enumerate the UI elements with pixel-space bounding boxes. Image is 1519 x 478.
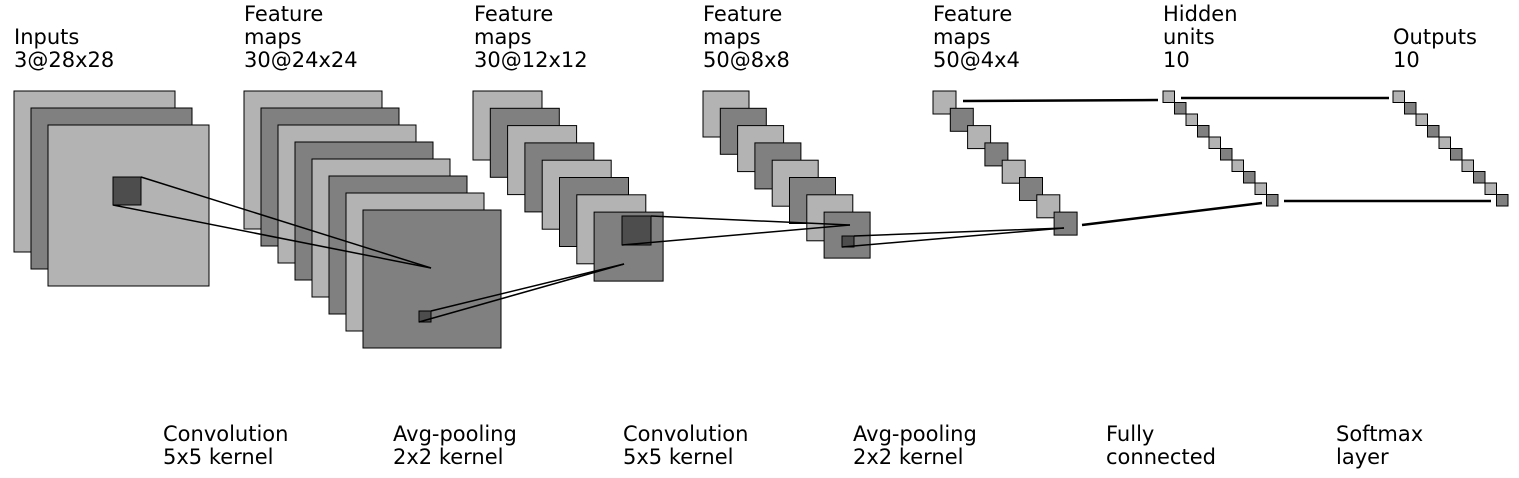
op-label-line: connected bbox=[1106, 445, 1216, 469]
dense-connection-line bbox=[1081, 201, 1263, 227]
layer-label-line: Feature bbox=[703, 2, 783, 26]
op-label-avg-pooling-2: Avg-pooling 2x2 kernel bbox=[853, 423, 977, 469]
kernel-patch bbox=[418, 310, 432, 323]
layer-label-pool1-maps: Feature maps 30@12x12 bbox=[474, 3, 588, 72]
layer-label-line: 10 bbox=[1393, 48, 1420, 72]
op-label-softmax-layer: Softmax layer bbox=[1336, 423, 1423, 469]
hidden-unit bbox=[1220, 148, 1233, 161]
hidden-unit bbox=[1254, 182, 1267, 195]
layer-label-line: 30@24x24 bbox=[244, 48, 358, 72]
op-label-line: 5x5 kernel bbox=[163, 445, 274, 469]
hidden-unit bbox=[1208, 136, 1221, 149]
layer-label-line: maps bbox=[244, 25, 302, 49]
layer-label-line: 50@8x8 bbox=[703, 48, 790, 72]
output-unit bbox=[1404, 102, 1417, 115]
output-unit bbox=[1415, 113, 1428, 126]
output-unit bbox=[1473, 171, 1486, 184]
op-label-line: Convolution bbox=[623, 422, 749, 446]
hidden-unit bbox=[1266, 194, 1279, 207]
hidden-unit bbox=[1197, 125, 1210, 138]
projection-line bbox=[621, 224, 851, 246]
layer-label-line: 50@4x4 bbox=[933, 48, 1020, 72]
projection-line bbox=[112, 204, 432, 269]
op-label-avg-pooling-1: Avg-pooling 2x2 kernel bbox=[393, 423, 517, 469]
layer-label-line: units bbox=[1163, 25, 1215, 49]
layer-label-conv2-maps: Feature maps 50@8x8 bbox=[703, 3, 790, 72]
op-label-line: 2x2 kernel bbox=[853, 445, 964, 469]
pool2-feature-map bbox=[1053, 211, 1078, 236]
output-unit bbox=[1484, 182, 1497, 195]
layer-label-line: maps bbox=[474, 25, 532, 49]
output-unit bbox=[1427, 125, 1440, 138]
layer-label-pool2-maps: Feature maps 50@4x4 bbox=[933, 3, 1020, 72]
layer-label-line: Feature bbox=[933, 2, 1013, 26]
layer-label-line: Feature bbox=[474, 2, 554, 26]
conv1-feature-map bbox=[362, 209, 502, 349]
hidden-unit bbox=[1231, 159, 1244, 172]
op-label-line: Avg-pooling bbox=[853, 422, 977, 446]
output-unit bbox=[1450, 148, 1463, 161]
projection-line bbox=[430, 263, 625, 312]
projection-line bbox=[140, 176, 432, 269]
layer-label-line: 3@28x28 bbox=[14, 48, 115, 72]
layer-label-hidden-units: Hidden units 10 bbox=[1163, 3, 1238, 72]
output-unit bbox=[1496, 194, 1509, 207]
layer-label-line: maps bbox=[703, 25, 761, 49]
hidden-unit bbox=[1185, 113, 1198, 126]
layer-label-line: maps bbox=[933, 25, 991, 49]
op-label-line: 2x2 kernel bbox=[393, 445, 504, 469]
projection-line bbox=[650, 215, 851, 226]
kernel-patch bbox=[841, 235, 855, 248]
kernel-patch bbox=[112, 176, 142, 206]
layer-label-inputs: Inputs 3@28x28 bbox=[14, 26, 114, 72]
projection-line bbox=[841, 227, 1065, 248]
hidden-unit bbox=[1174, 102, 1187, 115]
output-unit bbox=[1392, 90, 1405, 103]
dense-connection-line bbox=[962, 98, 1159, 103]
layer-label-line: 30@12x12 bbox=[474, 48, 588, 72]
output-unit bbox=[1461, 159, 1474, 172]
kernel-patch bbox=[621, 215, 652, 246]
output-unit bbox=[1438, 136, 1451, 149]
layer-label-line: 10 bbox=[1163, 48, 1190, 72]
projection-line bbox=[853, 227, 1065, 237]
op-label-line: Fully bbox=[1106, 422, 1155, 446]
layer-label-line: Feature bbox=[244, 2, 324, 26]
op-label-line: layer bbox=[1336, 445, 1389, 469]
op-label-convolution-1: Convolution 5x5 kernel bbox=[163, 423, 288, 469]
hidden-unit bbox=[1243, 171, 1256, 184]
op-label-line: Avg-pooling bbox=[393, 422, 517, 446]
op-label-convolution-2: Convolution 5x5 kernel bbox=[623, 423, 748, 469]
layer-label-line: Inputs bbox=[14, 25, 80, 49]
layer-label-line: Hidden bbox=[1163, 2, 1238, 26]
layer-label-line: Outputs bbox=[1393, 25, 1477, 49]
projection-line bbox=[418, 263, 625, 323]
op-label-fully-connected: Fully connected bbox=[1106, 423, 1216, 469]
op-label-line: Softmax bbox=[1336, 422, 1424, 446]
layer-label-outputs: Outputs 10 bbox=[1393, 26, 1477, 72]
layer-label-conv1-maps: Feature maps 30@24x24 bbox=[244, 3, 358, 72]
hidden-unit bbox=[1162, 90, 1175, 103]
op-label-line: Convolution bbox=[163, 422, 289, 446]
op-label-line: 5x5 kernel bbox=[623, 445, 734, 469]
